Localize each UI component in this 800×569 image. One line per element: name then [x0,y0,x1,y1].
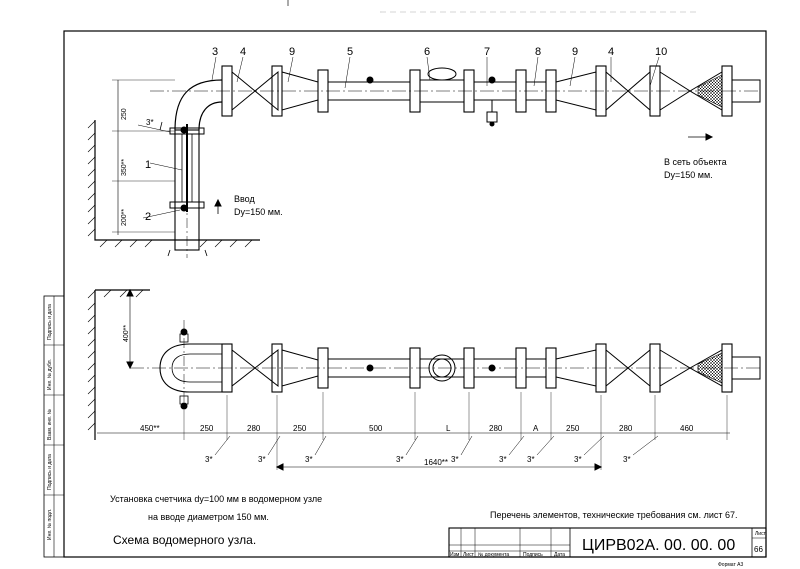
dim-A: A [533,424,539,433]
dim-280-c: 280 [619,424,633,433]
part-10: 10 [655,46,667,58]
paper-format: Формат А3 [718,562,743,568]
dim-280-a: 280 [247,424,261,433]
part-2: 2 [145,211,151,223]
weld-mark-1: 3* [205,455,213,464]
part-4: 4 [240,46,246,58]
outlet-label: В сеть объекта [664,157,727,167]
dim-250-a: 250 [200,424,214,433]
inlet-diameter: Dy=150 мм. [234,207,283,217]
lower-labels: 400** 450** 250 280 250 500 L 280 A 250 … [123,325,694,467]
dim-L: L [446,424,451,433]
weld-mark-3: 3* [305,455,313,464]
part-4b: 4 [608,46,614,58]
part-9b: 9 [572,46,578,58]
dim-1640: 1640** [424,458,448,467]
part-8: 8 [535,46,541,58]
meter-note-line2: на вводе диаметром 150 мм. [148,512,269,522]
weld-mark-8: 3* [574,455,582,464]
upper-scheme [87,56,761,258]
dim-460: 460 [680,424,694,433]
dim-250-b: 250 [293,424,307,433]
dim-350-vert: 350** [121,159,128,176]
lower-scheme [87,288,761,471]
col-list: Лист [463,552,475,558]
weld-mark-6: 3* [499,455,507,464]
dim-280-b: 280 [489,424,503,433]
weld-mark-7: 3* [527,455,535,464]
diagram-title: Схема водомерного узла. [113,533,256,547]
col-doc: № документа [478,552,509,558]
part-5: 5 [347,46,353,58]
col-date: Дата [554,552,565,558]
dim-250-vert: 250 [121,108,128,120]
notes: Установка счетчика dy=100 мм в водомерно… [110,494,738,547]
col-sign: Подпись [523,552,543,558]
dim-250-c: 250 [566,424,580,433]
dim-200-vert: 200** [121,209,128,226]
part-7: 7 [484,46,490,58]
weld-mark-5: 3* [451,455,459,464]
part-3: 3 [212,46,218,58]
drawing-code: ЦИРВ02А. 00. 00. 00 [582,537,735,554]
outlet-diameter: Dy=150 мм. [664,170,713,180]
upper-labels: 3 4 9 5 6 7 8 9 4 10 1 2 3* 250 350** 20… [121,46,727,226]
sheet-label: Лист [755,531,767,537]
weld-mark-4: 3* [396,455,404,464]
inlet-label: Ввод [234,194,255,204]
dim-500: 500 [369,424,383,433]
stamp-inv-podl: Инв. № подл. [47,509,53,540]
stamp-inv-dubl: Инв. № дубл. [47,359,53,390]
side-stamp: Инв. № подл. Подпись и дата Взам. инв. №… [43,295,65,558]
col-izm: Изм [450,552,460,558]
dim-400-vert: 400** [123,325,130,342]
stamp-sign-date-2: Подпись и дата [47,304,53,340]
part-6: 6 [424,46,430,58]
weld-mark-2: 3* [258,455,266,464]
title-block [448,527,767,558]
part-9: 9 [289,46,295,58]
part-3-weld: 3* [146,118,154,127]
stamp-vzam: Взам. инв. № [47,409,53,440]
title-block-text: Изм Лист № документа Подпись Дата ЦИРВ02… [450,531,767,568]
meter-note-line1: Установка счетчика dy=100 мм в водомерно… [110,494,322,504]
part-1: 1 [145,159,151,171]
drawing-frame [63,30,767,558]
dim-450: 450** [140,424,160,433]
sheet-number: 66 [754,545,763,554]
weld-mark-9: 3* [623,455,631,464]
stamp-sign-date-1: Подпись и дата [47,454,53,490]
elements-note: Перечень элементов, технические требован… [490,510,738,520]
